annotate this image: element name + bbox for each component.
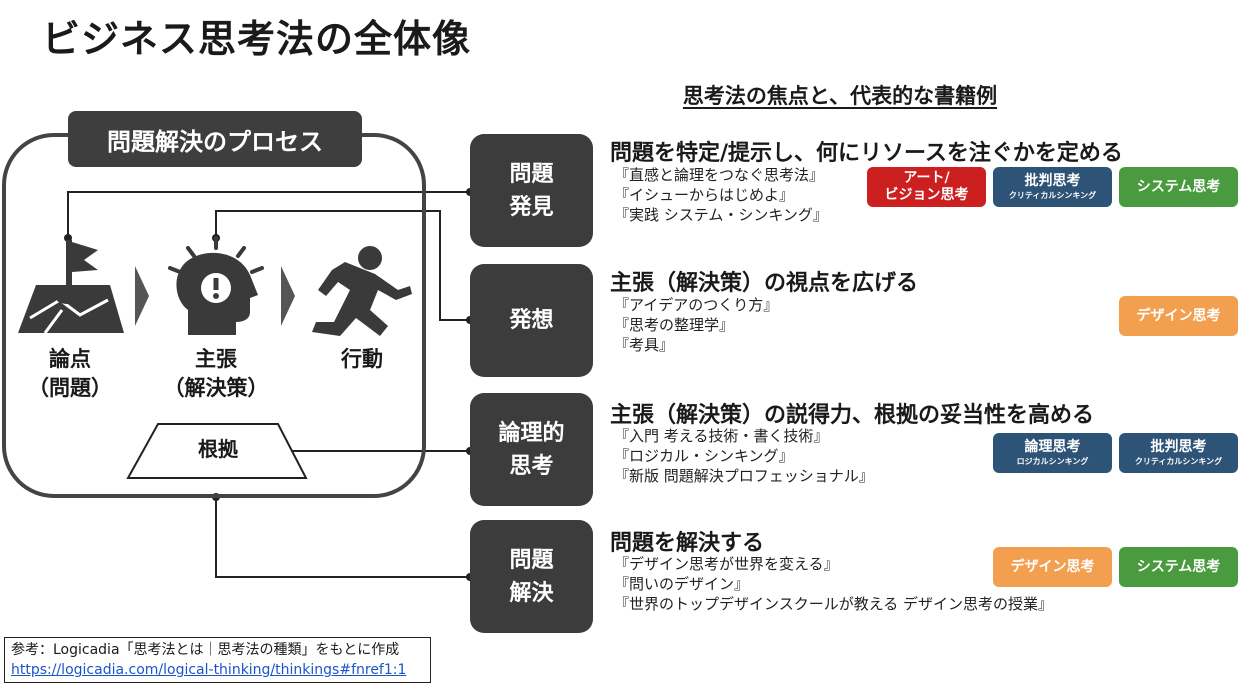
book-title: 『考具』 [614,336,675,354]
book-title: 『ロジカル・シンキング』 [614,447,794,465]
map-flag-icon [18,240,124,334]
tag-logical-thinking: 論理思考ロジカルシンキング [993,433,1112,473]
node-issue-label: 論点 （問題） [28,347,112,400]
book-title: 『問いのデザイン』 [614,575,750,593]
connector-issue-to-discovery [67,191,470,238]
connector-basis-to-solving [215,497,470,578]
book-title: 『世界のトップデザインスクールが教える デザイン思考の授業』 [614,595,1054,613]
reference-link[interactable]: https://logicadia.com/logical-thinking/t… [11,662,407,678]
process-label: 問題解決のプロセス [68,111,362,167]
book-title: 『新版 問題解決プロフェッショナル』 [614,467,874,485]
basis-label: 根拠 [198,437,238,461]
reference-text: 参考：Logicadia「思考法とは｜思考法の種類」をもとに作成 [11,642,400,658]
tag-design-thinking: デザイン思考 [1119,296,1238,336]
stage-ideation: 発想 [470,264,593,377]
running-person-icon [312,246,412,336]
book-title: 『入門 考える技術・書く技術』 [614,427,829,445]
stage-heading: 問題を特定/提示し、何にリソースを注ぐかを定める [610,141,1123,166]
book-title: 『デザイン思考が世界を変える』 [614,555,839,573]
reference-box: 参考：Logicadia「思考法とは｜思考法の種類」をもとに作成 https:/… [4,637,431,683]
stage-logical-thinking: 論理的 思考 [470,393,593,506]
book-title: 『アイデアのつくり方』 [614,296,779,314]
stage-heading: 主張（解決策）の視点を広げる [610,271,919,296]
book-title: 『実践 システム・シンキング』 [614,206,828,224]
book-title: 『イシューからはじめよ』 [614,186,795,204]
book-title: 『思考の整理学』 [614,316,735,334]
tag-critical-thinking: 批判思考クリティカルシンキング [1119,433,1238,473]
lightbulb-head-icon [168,236,264,335]
stage-problem-discovery: 問題 発見 [470,134,593,247]
tag-art-vision: アート/ ビジョン思考 [867,167,986,207]
stage-heading: 問題を解決する [610,531,765,556]
tag-design-thinking: デザイン思考 [993,547,1112,587]
node-claim-label: 主張 （解決策） [163,347,269,400]
tag-systems-thinking: システム思考 [1119,167,1238,207]
node-action-label: 行動 [341,347,383,371]
basis-trapezoid [126,423,308,479]
tag-systems-thinking: システム思考 [1119,547,1238,587]
tag-critical-thinking: 批判思考クリティカルシンキング [993,167,1112,207]
book-title: 『直感と論理をつなぐ思考法』 [614,166,825,184]
connector-claim-to-ideation [215,210,470,321]
page-title: ビジネス思考法の全体像 [42,17,472,61]
stage-heading: 主張（解決策）の説得力、根拠の妥当性を高める [610,403,1095,428]
section-subtitle: 思考法の焦点と、代表的な書籍例 [682,84,998,108]
chevron-right-icon [281,266,295,326]
stage-problem-solving: 問題 解決 [470,520,593,633]
chevron-right-icon [135,266,149,326]
